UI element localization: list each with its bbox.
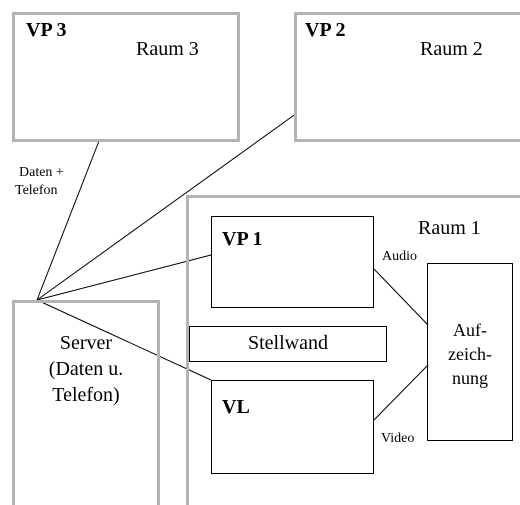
data-phone-label-line1: Daten + <box>19 165 64 180</box>
line-vl-hub <box>36 299 212 381</box>
partition-box <box>189 326 387 362</box>
vp2-label: VP 2 <box>305 19 346 41</box>
connection-lines <box>36 112 429 421</box>
room-1 <box>186 195 520 505</box>
room1-name: Raum 1 <box>418 217 481 239</box>
data-phone-label-line2: Telefon <box>15 183 58 198</box>
server-room <box>12 300 160 505</box>
server-label-line1: Server <box>59 332 113 354</box>
line-vp2-hub <box>36 112 298 301</box>
room3-name: Raum 3 <box>136 38 199 60</box>
audio-label: Audio <box>382 249 417 264</box>
partition-label: Stellwand <box>248 332 328 354</box>
recorder-label-line1: Auf- <box>453 320 487 340</box>
line-vl-recorder <box>373 364 429 421</box>
server-label-line2: (Daten u. <box>48 358 124 380</box>
server-label-line3: Telefon) <box>52 384 120 406</box>
line-vp3-hub <box>36 140 100 301</box>
recorder-label-line2: zeich- <box>448 344 492 364</box>
video-label: Video <box>381 431 415 446</box>
line-vp1-recorder <box>373 268 429 326</box>
line-vp1-hub <box>36 254 212 301</box>
room-3 <box>12 12 240 142</box>
room2-name: Raum 2 <box>420 38 483 60</box>
vl-label: VL <box>222 396 250 418</box>
vp1-box <box>211 216 374 308</box>
vp3-label: VP 3 <box>26 19 67 41</box>
recorder-box <box>427 263 513 441</box>
room-2 <box>294 12 520 142</box>
vp1-label: VP 1 <box>222 228 263 250</box>
recorder-label-line3: nung <box>452 368 488 388</box>
vl-box <box>211 380 374 474</box>
